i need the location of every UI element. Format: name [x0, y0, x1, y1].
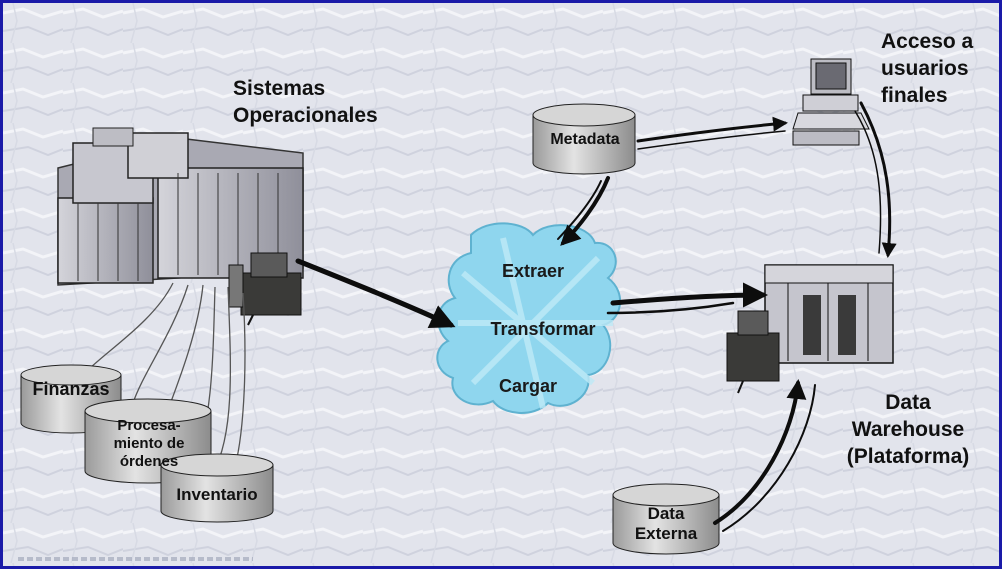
label-line: (Plataforma): [846, 445, 970, 468]
data-warehouse-server-icon: [764, 264, 894, 364]
label-line: Data: [647, 504, 685, 523]
operator-workstation-icon: [228, 252, 302, 326]
operational-systems-label: Sistemas Operacionales: [233, 75, 378, 129]
cylinder-database-icon: [612, 483, 720, 555]
label-line: Data: [885, 391, 931, 414]
label-line: usuarios: [881, 57, 969, 80]
etl-transform-label: Transformar: [490, 319, 596, 339]
label-line: finales: [881, 84, 948, 107]
desktop-computer-icon: [792, 58, 870, 146]
etl-extract-label: Extraer: [501, 261, 565, 281]
inventario-store-label: Inventario: [176, 485, 258, 504]
label-line: órdenes: [119, 453, 179, 470]
diagram-canvas: [3, 3, 999, 566]
label-line: Externa: [634, 524, 698, 543]
data-warehouse-label: Data Warehouse (Plataforma): [833, 389, 983, 470]
cylinder-database-icon: [532, 103, 636, 175]
end-user-access-label: Acceso a usuarios finales: [881, 28, 973, 109]
procesamiento-store-label: Procesa- miento de órdenes: [87, 417, 211, 471]
metadata-store-label: Metadata: [550, 131, 620, 148]
etl-cloud: [436, 222, 622, 414]
etl-load-label: Cargar: [498, 376, 558, 396]
label-line: Acceso a: [881, 30, 974, 53]
label-line: miento de: [113, 435, 185, 452]
data-externa-store-label: Data Externa: [613, 504, 719, 544]
label-line: Procesa-: [117, 417, 181, 434]
label-line: Warehouse: [851, 418, 965, 441]
finanzas-store-label: Finanzas: [32, 379, 110, 399]
label-line: Sistemas: [233, 77, 326, 100]
cylinder-database-icon: [160, 453, 274, 523]
label-line: Operacionales: [233, 104, 378, 127]
operator-workstation-icon: [726, 310, 780, 394]
